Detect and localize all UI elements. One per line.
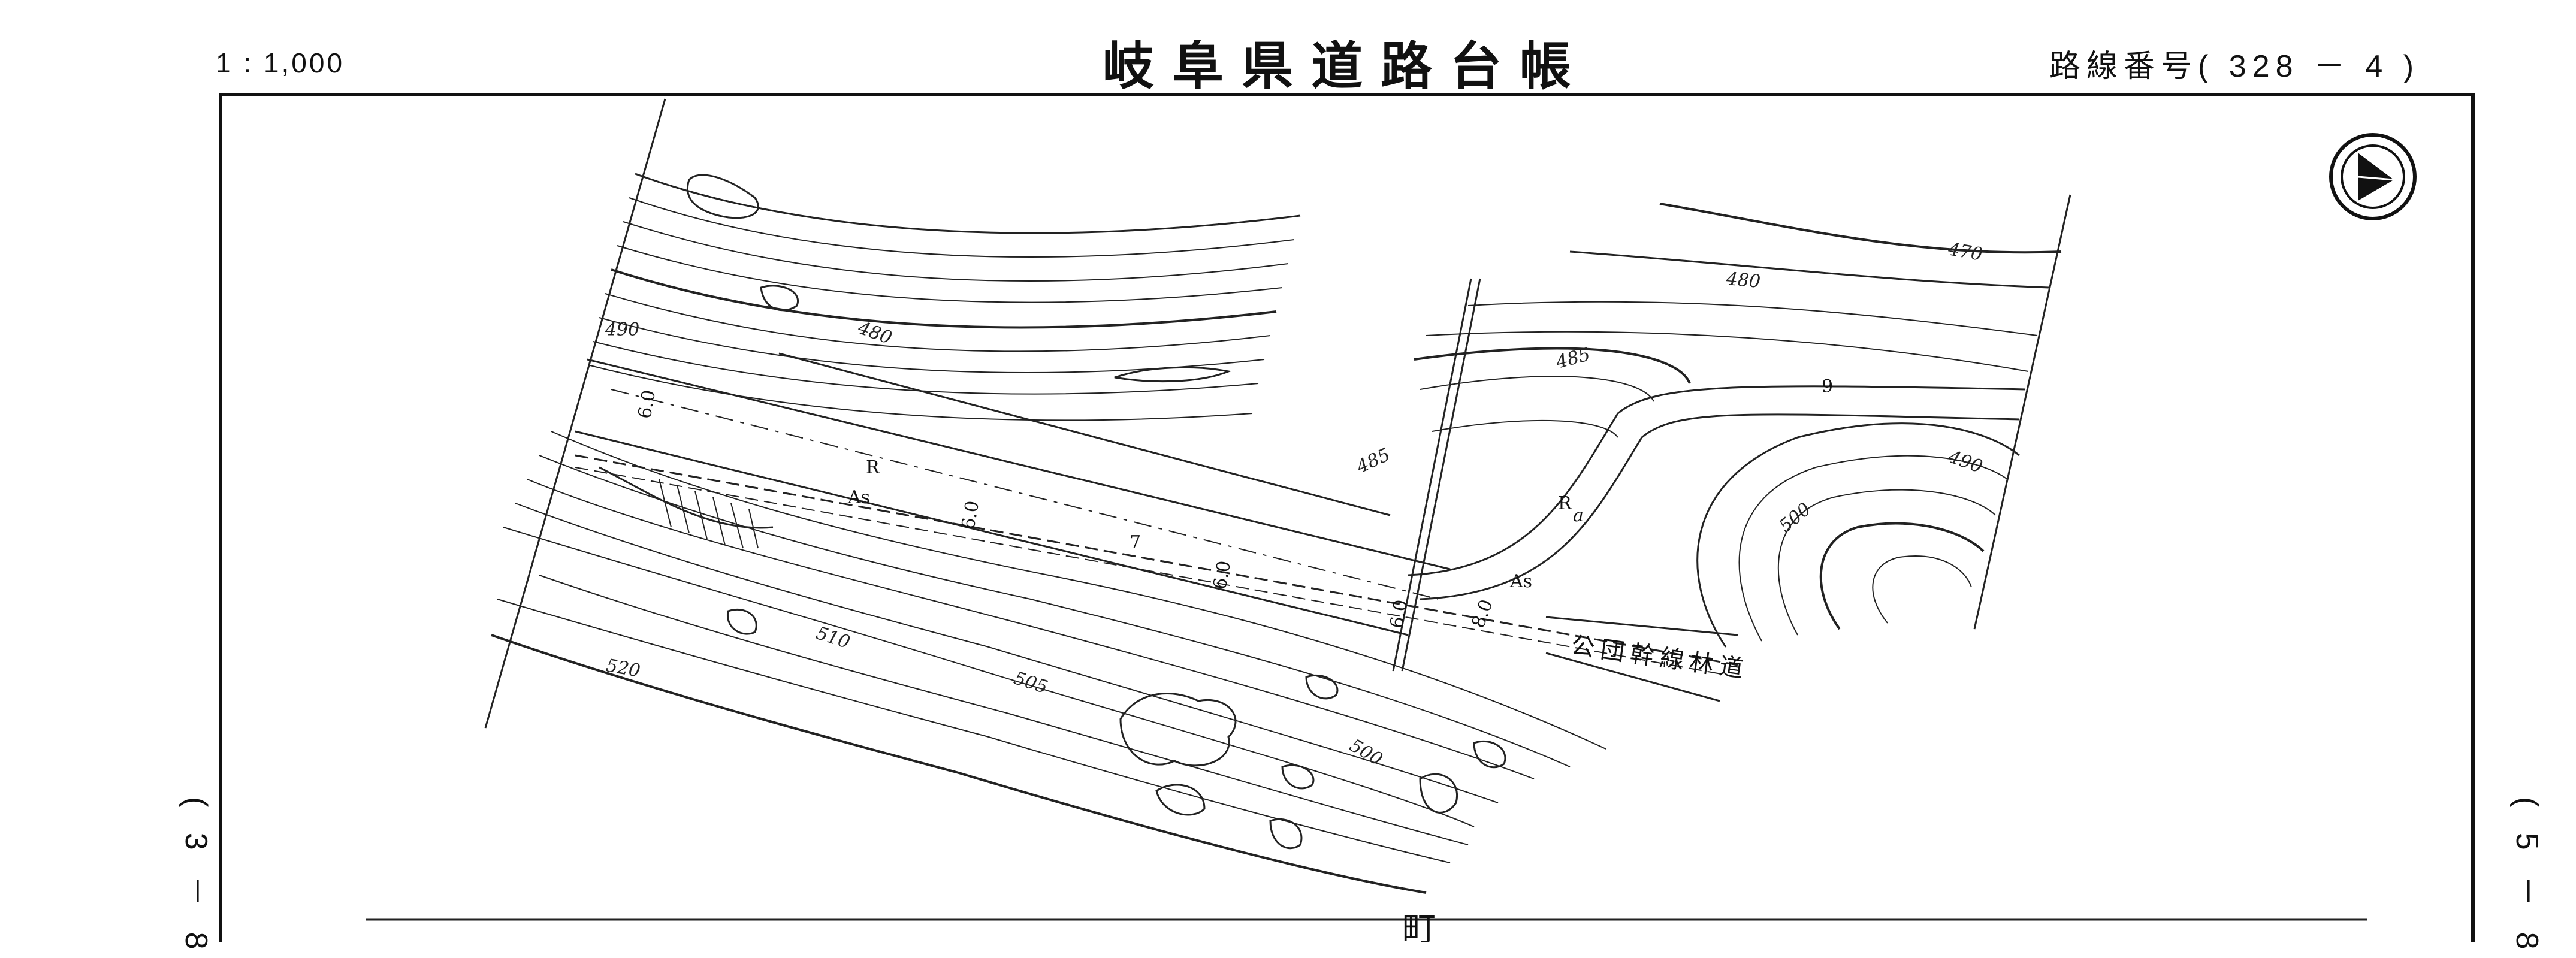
road-width-label: 9 xyxy=(1822,376,1833,397)
contour-label: 505 xyxy=(1011,667,1050,698)
road-width-label: 8.0 xyxy=(1468,597,1497,631)
sheet-edge-right xyxy=(1973,194,2071,630)
contour-label: 490 xyxy=(605,319,639,340)
asphalt-label: As xyxy=(847,487,870,508)
road-centerline xyxy=(611,389,1439,600)
road-width-label: 6.0 xyxy=(1386,598,1412,630)
contour-label: 490 xyxy=(1945,446,1985,478)
contour-label: 500 xyxy=(1775,499,1815,537)
bottom-place-label: 町 xyxy=(1402,910,1436,942)
map-scale: 1 : 1,000 xyxy=(216,47,345,78)
map-frame xyxy=(219,93,2475,942)
road-marker: R xyxy=(866,457,880,478)
sheet-edge-left xyxy=(484,98,666,729)
road-curve-north xyxy=(1408,385,2026,576)
forest-road-label: 公団幹線林道 xyxy=(1569,631,1751,684)
route-number-value: ( 328 － 4 ) xyxy=(2198,49,2420,84)
road-marker: a xyxy=(1573,505,1584,526)
contour-label: 500 xyxy=(1346,735,1386,770)
right-sheet-reference: ( 5 － 8 xyxy=(2509,797,2544,958)
asphalt-label: As xyxy=(1509,571,1532,592)
road-width-label: 6.0 xyxy=(958,499,983,531)
contour-label: 510 xyxy=(814,622,853,653)
page-title: 岐阜県道路台帳 xyxy=(1103,36,1589,96)
contour-label: 470 xyxy=(1946,238,1984,265)
contour-label: 485 xyxy=(1353,444,1394,478)
route-label: 路線番号 xyxy=(2049,49,2198,84)
contour-label: 520 xyxy=(605,655,642,681)
route-number: 路線番号( 328 － 4 ) xyxy=(2049,41,2420,86)
road-curve-south xyxy=(1420,413,2020,600)
road-edge-south xyxy=(575,430,1409,636)
road-marker: R xyxy=(1558,493,1572,514)
road-edge-north xyxy=(587,358,1451,570)
left-sheet-reference: ( 3 － 8 xyxy=(179,797,213,958)
road-width-label: 6.0 xyxy=(1209,559,1235,591)
north-arrow-icon xyxy=(2329,133,2417,220)
contour-label: 480 xyxy=(1725,268,1761,292)
road-width-label: 7 xyxy=(1130,532,1141,553)
road-width-label: 6.0 xyxy=(634,388,660,420)
